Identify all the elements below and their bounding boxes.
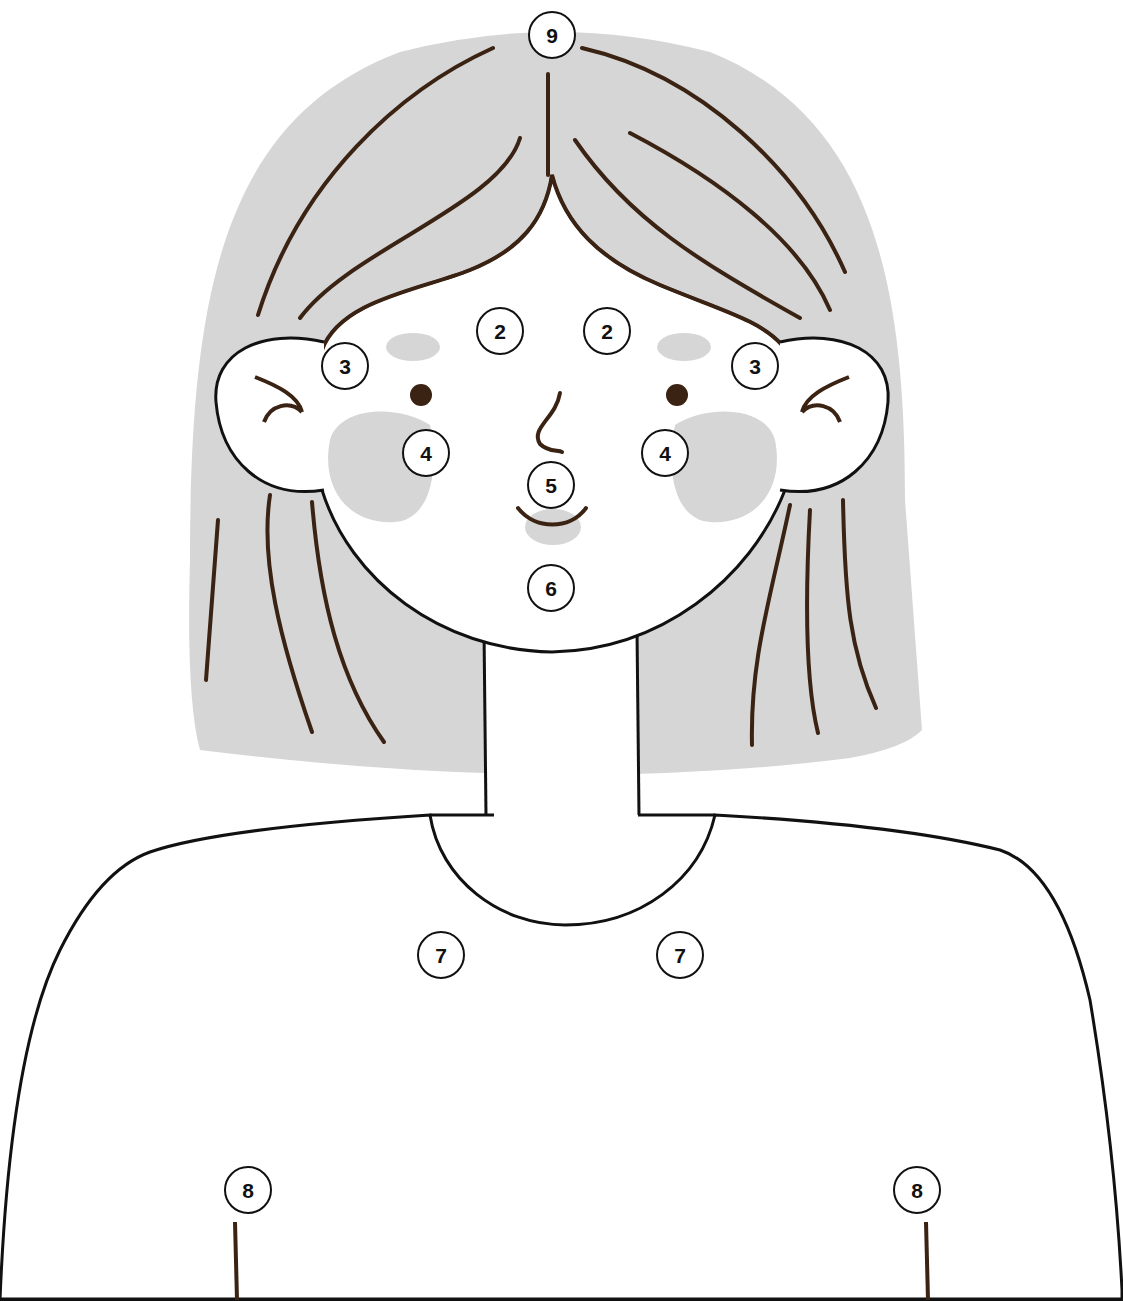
hairline xyxy=(322,175,782,350)
callout-number: 3 xyxy=(321,342,369,390)
callout-number: 2 xyxy=(583,307,631,355)
leader-line xyxy=(926,1222,928,1300)
eye xyxy=(410,384,432,406)
neck-line xyxy=(637,630,639,815)
cheek-blush xyxy=(671,411,777,522)
callout-number: 7 xyxy=(656,931,704,979)
ear-inner xyxy=(802,377,849,422)
ear xyxy=(780,338,888,491)
callout-number: 4 xyxy=(402,429,450,477)
body xyxy=(0,815,1122,1300)
hair-strands xyxy=(206,48,876,745)
callout-number: 2 xyxy=(476,307,524,355)
callout-number: 5 xyxy=(527,461,575,509)
callout-number: 8 xyxy=(224,1166,272,1214)
callout-number: 9 xyxy=(528,11,576,59)
neck-line xyxy=(484,630,486,815)
nose xyxy=(538,393,562,452)
callout-number: 4 xyxy=(641,429,689,477)
callout-number: 8 xyxy=(893,1166,941,1214)
leader-line xyxy=(235,1222,237,1300)
eyebrow-blush xyxy=(386,333,440,361)
eyebrow-blush xyxy=(657,333,711,361)
mouth xyxy=(518,508,586,525)
neck-edge xyxy=(430,814,494,817)
callout-number: 6 xyxy=(527,564,575,612)
eye xyxy=(666,384,688,406)
body-bottom xyxy=(0,1298,1123,1301)
ear-inner xyxy=(255,377,302,422)
callout-number: 7 xyxy=(417,931,465,979)
lip xyxy=(525,509,581,545)
callout-number: 3 xyxy=(731,342,779,390)
neck-edge xyxy=(638,814,715,817)
ear xyxy=(216,338,324,491)
